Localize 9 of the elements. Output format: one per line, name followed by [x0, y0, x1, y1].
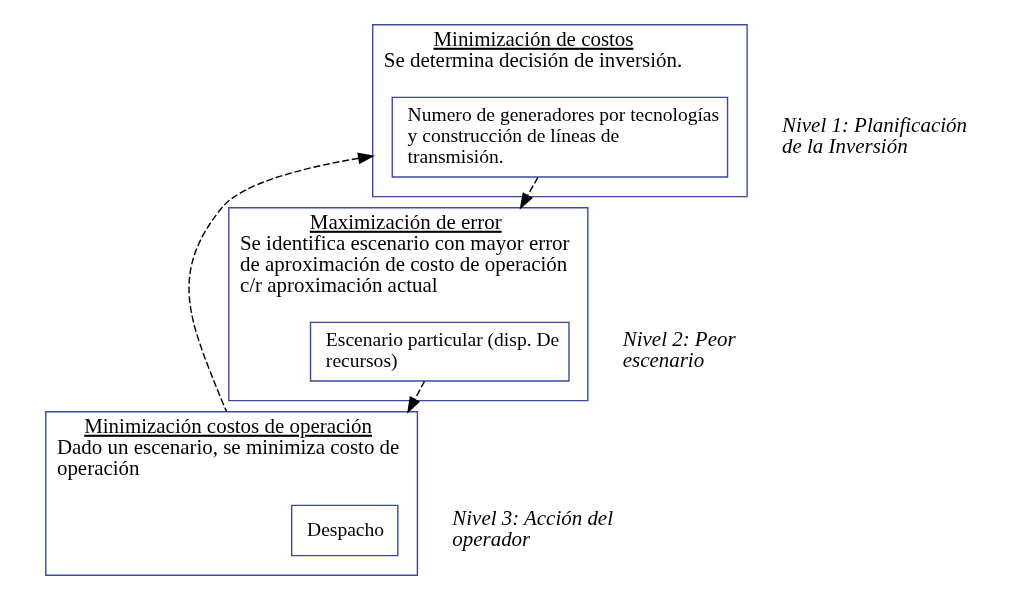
node-label: Nivel 1: Planificación de la Inversión — [782, 112, 967, 158]
node-box: Despacho — [290, 504, 399, 557]
node-box: Numero de generadores por tecnologías y construcción de líneas de transmisión. — [391, 96, 729, 178]
arrow — [188, 152, 375, 413]
arrow — [407, 380, 426, 414]
node-label: Nivel 2: Peor escenario — [622, 327, 736, 373]
node-box: Escenario particular (disp. De recursos) — [309, 321, 570, 382]
arrow — [519, 176, 539, 210]
node-label: Nivel 3: Acción del operador — [452, 505, 613, 551]
